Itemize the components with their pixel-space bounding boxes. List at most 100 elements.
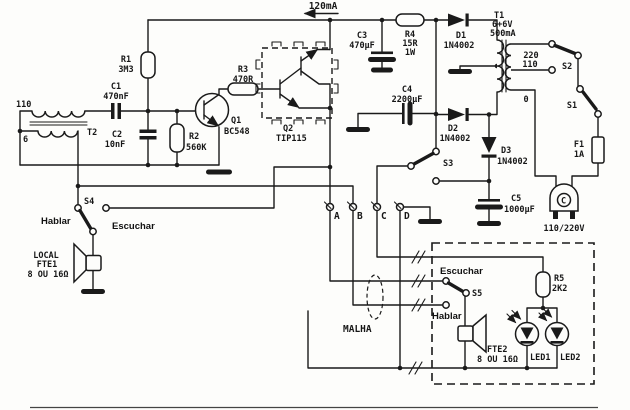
terminal-strip: A B C D xyxy=(323,201,410,222)
fte2-label: FTE2 xyxy=(487,345,507,355)
terminal-c: C xyxy=(370,201,387,222)
switch-s3: S3 xyxy=(407,147,453,185)
r5-label: R5 xyxy=(554,274,564,284)
d2-label: D2 xyxy=(448,124,458,134)
capacitor-c1: C1 470nF xyxy=(103,82,129,119)
transformer-t2: 110 6 T2 xyxy=(16,100,97,145)
ground-icon xyxy=(371,67,393,73)
r2-label: R2 xyxy=(189,132,199,142)
shield-label: MALHA xyxy=(343,324,372,335)
terminal-b-label: B xyxy=(357,211,363,222)
resistor-r1: R1 3M3 xyxy=(118,51,156,79)
s1-label: S1 xyxy=(567,101,577,111)
c5-value: 1000µF xyxy=(504,205,535,215)
switch-s5: Escuchar S5 Hablar xyxy=(432,266,483,322)
speaker-fte2: FTE2 8 OU 16Ω xyxy=(457,313,518,365)
t1-tap-220: 220 xyxy=(523,51,538,61)
capacitor-c3: C3 470µF xyxy=(349,31,396,62)
s4-label: S4 xyxy=(84,197,94,207)
mains-plug: C 110/220V xyxy=(544,183,585,234)
led1-label: LED1 xyxy=(530,353,550,363)
terminal-c-label: C xyxy=(381,211,387,222)
diode-d2: D2 1N4002 xyxy=(440,108,471,144)
s4-listen-label: Escuchar xyxy=(112,221,155,232)
switch-s2: S2 xyxy=(548,40,582,74)
r4-label: R4 xyxy=(405,30,415,40)
wires xyxy=(19,19,599,375)
terminal-d: D xyxy=(393,201,410,222)
c1-value: 470nF xyxy=(103,92,129,102)
r2-value: 560K xyxy=(186,143,207,153)
f1-label: F1 xyxy=(574,140,584,150)
t1-tap-110: 110 xyxy=(522,60,537,70)
led2-label: LED2 xyxy=(560,353,580,363)
q1-value: BC548 xyxy=(224,127,250,137)
terminal-d-label: D xyxy=(404,211,410,222)
capacitor-c5: C5 1000µF xyxy=(475,194,535,215)
led1: LED1 xyxy=(506,309,550,363)
d2-value: 1N4002 xyxy=(440,134,471,144)
r3-label: R3 xyxy=(238,65,248,75)
remote-station: Escuchar S5 Hablar FTE2 8 OU 16Ω R5 2K2 … xyxy=(431,242,595,385)
s5-listen-label: Escuchar xyxy=(440,266,483,277)
ground-icon xyxy=(206,169,232,175)
d3-value: 1N4002 xyxy=(497,157,528,167)
d3-label: D3 xyxy=(501,146,511,156)
fte2-impedance: 8 OU 16Ω xyxy=(477,355,518,365)
fte1-line3: 8 OU 16Ω xyxy=(28,270,69,280)
r3-value: 470R xyxy=(233,75,254,85)
plug-voltage-label: 110/220V xyxy=(544,224,585,234)
switch-s4: S4 Hablar Escuchar xyxy=(41,197,155,236)
r5-value: 2K2 xyxy=(552,284,567,294)
t1-current: 500mA xyxy=(490,29,516,39)
q2-label: Q2 xyxy=(283,124,293,134)
c1-label: C1 xyxy=(111,82,121,92)
capacitor-c2: C2 10nF xyxy=(105,129,157,150)
t2-tap-6-label: 6 xyxy=(23,135,28,145)
t2-tap-110-label: 110 xyxy=(16,100,31,110)
terminal-a: A xyxy=(323,201,340,222)
transistor-q2: Q2 TIP115 xyxy=(255,41,339,144)
ground-symbols xyxy=(81,67,501,294)
resistor-r4: R4 15R 1W xyxy=(395,13,425,58)
ground-icon xyxy=(448,69,472,74)
c2-value: 10nF xyxy=(105,140,125,150)
s5-talk-label: Hablar xyxy=(432,311,462,322)
ground-icon xyxy=(346,127,370,132)
s2-label: S2 xyxy=(562,62,572,72)
c4-value: 2200µF xyxy=(392,95,423,105)
diode-d3: D3 1N4002 xyxy=(481,137,528,167)
t2-label: T2 xyxy=(87,128,97,138)
c5-label: C5 xyxy=(511,194,521,204)
r1-label: R1 xyxy=(121,55,131,65)
c4-label: C4 xyxy=(402,85,412,95)
d1-value: 1N4002 xyxy=(444,41,475,51)
t1-voltage: 6+6V xyxy=(492,20,512,30)
transistor-q1: Q1 BC548 xyxy=(194,88,250,137)
speaker-fte1: LOCAL FTE1 8 OU 16Ω xyxy=(28,242,102,284)
q1-label: Q1 xyxy=(231,116,241,126)
s4-talk-label: Hablar xyxy=(41,216,71,227)
fuse-f1: F1 1A xyxy=(574,136,605,164)
current-label: 120mA xyxy=(309,1,338,12)
fte1-line1: LOCAL xyxy=(33,251,59,261)
resistor-r3: R3 470R xyxy=(227,65,263,96)
terminal-b: B xyxy=(346,201,363,222)
c2-label: C2 xyxy=(112,130,122,140)
f1-value: 1A xyxy=(574,150,584,160)
c3-value: 470µF xyxy=(349,41,375,51)
r4-power: 1W xyxy=(405,48,416,58)
fte1-line2: FTE1 xyxy=(37,260,57,270)
r1-value: 3M3 xyxy=(118,65,133,75)
ground-icon xyxy=(477,221,501,226)
led2: LED2 xyxy=(537,308,580,363)
diode-d1: D1 1N4002 xyxy=(444,13,475,51)
ground-icon xyxy=(418,219,442,224)
junction-dots xyxy=(17,17,546,371)
capacitor-c4: C4 2200µF xyxy=(392,85,423,126)
ground-icon xyxy=(81,289,105,294)
q2-value: TIP115 xyxy=(276,134,307,144)
t1-label: T1 xyxy=(494,11,504,21)
